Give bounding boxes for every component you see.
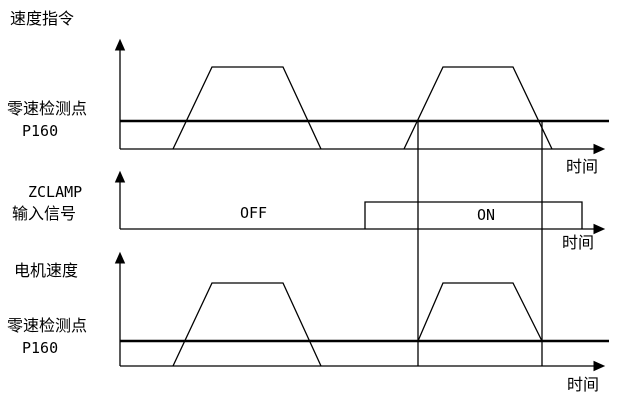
on-state-label: ON (477, 206, 495, 224)
motor-speed-pulse-2 (417, 282, 543, 342)
time-label-2: 时间 (562, 233, 594, 252)
speed-command-pulse-1 (172, 66, 322, 150)
zclamp-on-pulse (364, 201, 583, 229)
time-label-3: 时间 (567, 375, 599, 394)
zero-speed-label-2: 零速检测点 (7, 316, 87, 335)
off-state-label: OFF (240, 204, 267, 222)
input-signal-label: 输入信号 (12, 204, 76, 223)
p160-label-1: P160 (22, 122, 58, 140)
motor-speed-pulse-1 (172, 282, 322, 367)
time-label-1: 时间 (566, 157, 598, 176)
p160-label-2: P160 (22, 339, 58, 357)
zero-speed-label-1: 零速检测点 (7, 99, 87, 118)
motor-speed-label: 电机速度 (14, 261, 78, 280)
speed-command-pulse-2 (403, 66, 553, 150)
zclamp-label: ZCLAMP (28, 183, 82, 201)
speed-command-label: 速度指令 (10, 9, 74, 28)
